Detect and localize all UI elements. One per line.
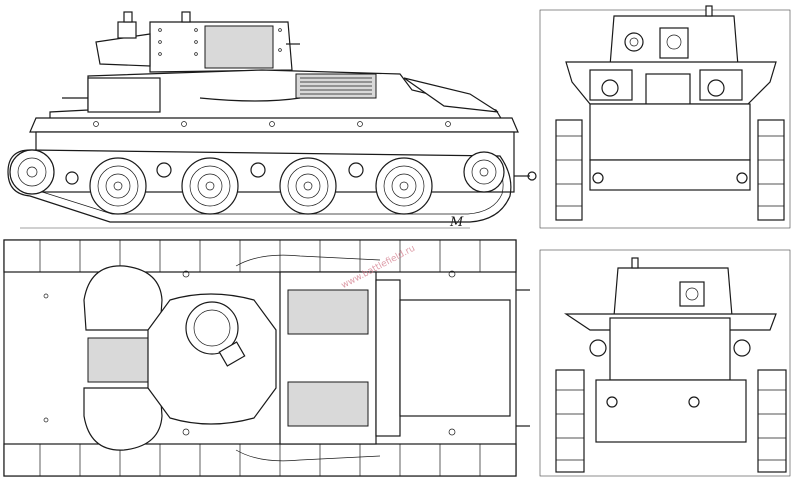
top-fender-left bbox=[3, 239, 517, 273]
front-gun-mantlet bbox=[659, 27, 689, 59]
side-road-wheels bbox=[89, 157, 433, 215]
side-drive-sprocket bbox=[9, 149, 55, 195]
top-antenna-rail bbox=[235, 254, 381, 267]
rear-track-left bbox=[555, 369, 585, 473]
side-rear-deck bbox=[403, 77, 499, 113]
top-commander-hatch bbox=[185, 301, 239, 355]
front-lower-plate bbox=[589, 159, 751, 191]
side-return-rollers bbox=[65, 162, 364, 185]
top-exhaust-box bbox=[375, 279, 401, 437]
top-rear-deck bbox=[399, 299, 511, 417]
front-headlight-right bbox=[707, 79, 725, 97]
top-periscope bbox=[218, 341, 246, 367]
rear-light-left bbox=[589, 339, 607, 357]
rear-turret bbox=[613, 267, 733, 317]
side-idler-wheel bbox=[463, 151, 505, 193]
side-turret-side-plate bbox=[204, 25, 274, 69]
top-engine-grille-rear bbox=[287, 381, 369, 427]
front-turret-port-left bbox=[624, 32, 644, 52]
front-glacis bbox=[589, 103, 751, 161]
side-track bbox=[7, 149, 512, 223]
front-track-right bbox=[757, 119, 785, 221]
front-periscope bbox=[705, 5, 713, 17]
front-track-left bbox=[555, 119, 583, 221]
side-driver-compartment bbox=[87, 77, 161, 113]
rear-light-right bbox=[733, 339, 751, 357]
rear-track-right bbox=[757, 369, 787, 473]
top-gun-breech bbox=[87, 337, 149, 383]
side-periscope bbox=[181, 11, 191, 23]
rear-engine-door bbox=[609, 317, 731, 381]
side-grille-slats bbox=[300, 77, 372, 95]
front-driver-hatch bbox=[645, 73, 691, 105]
side-exhaust-pipe bbox=[199, 97, 301, 102]
rear-view bbox=[539, 249, 791, 477]
top-hatch-lower bbox=[83, 387, 163, 451]
front-view bbox=[539, 5, 791, 229]
top-turret bbox=[147, 293, 277, 425]
top-fender-right bbox=[3, 443, 517, 477]
rear-lower-plate bbox=[595, 379, 747, 443]
top-hatch-upper bbox=[83, 265, 163, 331]
top-engine-grille-front bbox=[287, 289, 369, 335]
top-view bbox=[3, 239, 530, 477]
side-gun-mantlet bbox=[95, 33, 151, 67]
rear-periscope bbox=[631, 257, 639, 269]
front-tow-hook-right bbox=[736, 172, 748, 184]
side-gun-sight bbox=[117, 21, 137, 39]
side-view-label: M bbox=[449, 215, 464, 230]
front-tow-hook-left bbox=[592, 172, 604, 184]
side-view: M bbox=[7, 11, 537, 230]
top-track-links bbox=[39, 240, 481, 476]
front-headlight-left bbox=[601, 79, 619, 97]
rear-turret-port bbox=[679, 281, 705, 307]
